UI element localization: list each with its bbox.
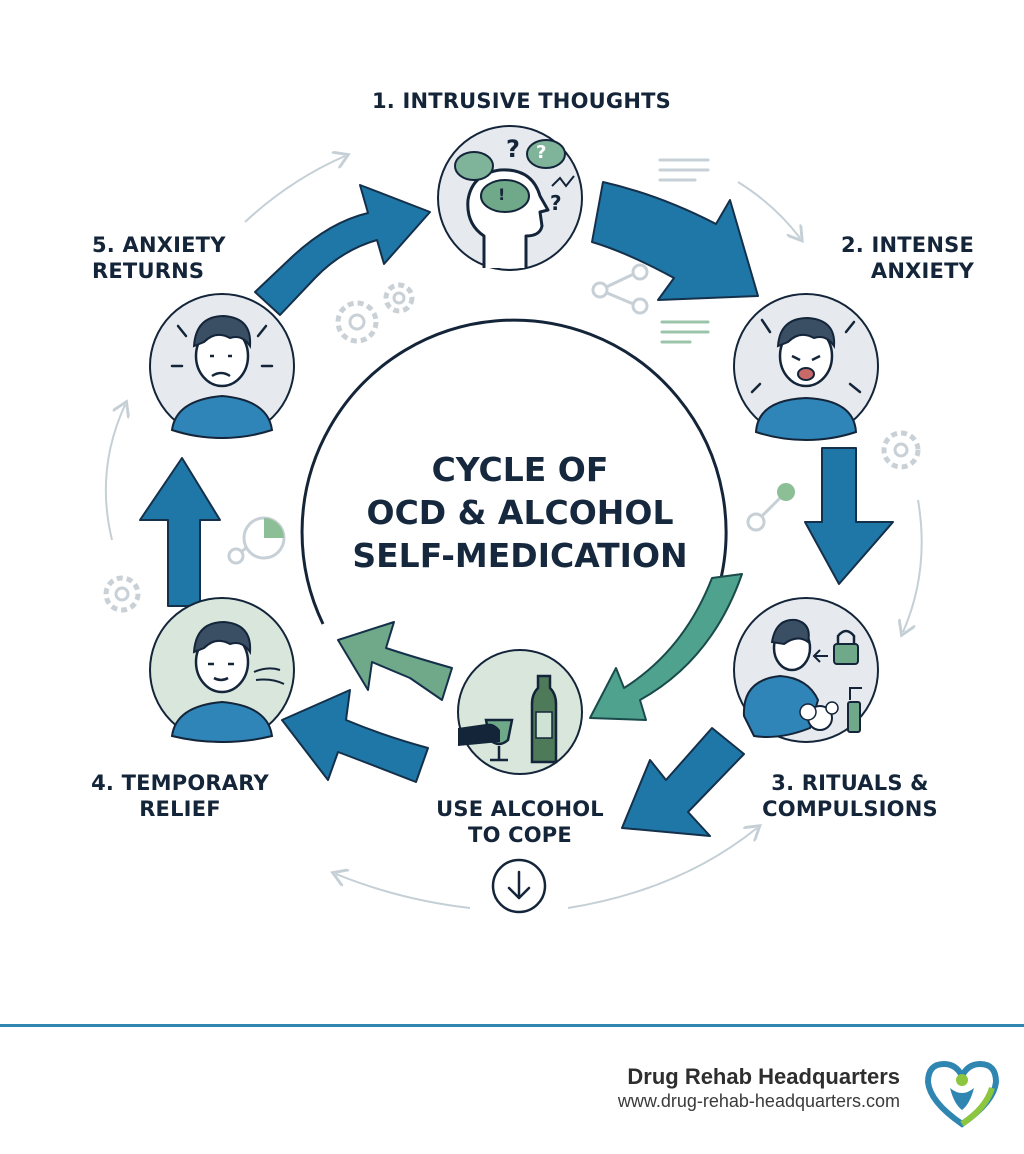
step-3-illustration: [733, 597, 879, 743]
hand-icon: [458, 723, 500, 746]
svg-text:?: ?: [550, 191, 562, 215]
arrow-5-to-1: [254, 184, 431, 316]
footer-divider: [0, 1024, 1024, 1027]
down-arrow-icon: [491, 858, 547, 914]
lock-icon: [812, 629, 859, 665]
step-4-label: 4. TEMPORARY RELIEF: [91, 771, 269, 821]
node-icon: [746, 483, 795, 532]
step-2-illustration: [733, 293, 879, 442]
step-4-illustration: [149, 597, 295, 744]
arrow-2-to-3: [804, 447, 894, 585]
gear-hubs: [114, 291, 909, 602]
decor-lines: [658, 158, 710, 182]
arrow-cope-to-4: [281, 689, 429, 783]
page-title: CYCLE OF OCD & ALCOHOL SELF-MEDICATION: [352, 450, 688, 575]
breath-icon: [253, 667, 285, 685]
stress-lines-icon: [170, 324, 274, 368]
outer-thin-arrows: [104, 156, 923, 909]
center-ring: [300, 318, 728, 625]
arrow-1-to-2: [591, 181, 759, 301]
thin-arc-left: [104, 405, 125, 541]
svg-text:?: ?: [506, 135, 520, 163]
thin-arc-right: [903, 499, 923, 632]
arrow-3-to-cope: [621, 727, 745, 837]
coping-label: USE ALCOHOL TO COPE: [436, 797, 604, 847]
brand-logo-icon: [924, 1060, 1000, 1128]
thin-arc-bottom-left: [336, 874, 471, 909]
step-5-label: 5. ANXIETY RETURNS: [92, 233, 226, 283]
arrow-4-to-5: [139, 457, 221, 607]
gear-icon: [103, 282, 921, 613]
brand-name: Drug Rehab Headquarters: [627, 1064, 900, 1089]
arrow-cope-to-center: [337, 621, 453, 701]
share-icon: [591, 263, 649, 315]
cycle-arrows: [139, 181, 894, 837]
question-mark-icon: ? ? ? !: [498, 135, 562, 215]
brand-url[interactable]: www.drug-rehab-headquarters.com: [617, 1091, 900, 1111]
stress-lines-icon: [750, 318, 862, 394]
thin-arc-top-left: [244, 156, 345, 223]
step-1-label: 1. INTRUSIVE THOUGHTS: [372, 89, 671, 113]
thin-arc-top-right: [737, 181, 800, 238]
svg-text:!: !: [498, 185, 505, 204]
wine-bottle-icon: [530, 674, 558, 764]
thin-arc-bottom-right: [567, 828, 757, 909]
thought-cloud-icon: [454, 139, 566, 181]
step-1-illustration: ? ? ? !: [437, 125, 583, 271]
coping-illustration: [457, 649, 583, 775]
step-3-label: 3. RITUALS & COMPULSIONS: [762, 771, 938, 821]
step-2-label: 2. INTENSE ANXIETY: [840, 233, 974, 283]
decor-lines-green: [660, 320, 710, 344]
brain-icon: [480, 179, 530, 213]
pie-icon: [227, 516, 286, 565]
zigzag-icon: [551, 175, 575, 188]
svg-text:?: ?: [536, 142, 546, 163]
cycle-diagram: ? ? ? !: [103, 125, 923, 914]
step-5-illustration: [149, 293, 295, 440]
hand-soap-icon: [799, 687, 862, 733]
arrow-center-to-cope: [589, 573, 743, 721]
